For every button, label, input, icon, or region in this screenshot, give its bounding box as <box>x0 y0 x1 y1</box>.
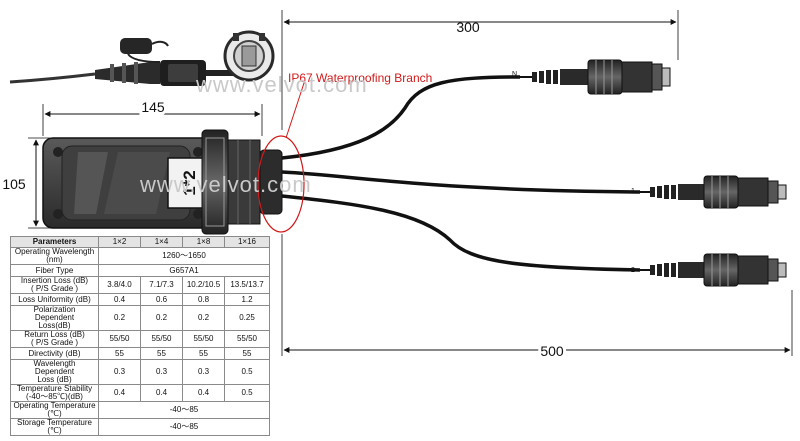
cable-2 <box>281 194 641 272</box>
dimension-105: 105 <box>0 137 50 229</box>
row-label: Polarization Dependent Loss(dB) <box>10 305 99 331</box>
row-value: 0.6 <box>140 293 183 306</box>
row-value: 10.2/10.5 <box>182 276 225 294</box>
spec-table-row: Operating Temperature (℃)-40～85 <box>10 401 270 419</box>
cable-1 <box>281 170 641 194</box>
row-label: Loss Uniformity (dB) <box>10 293 99 306</box>
spec-table-row: Insertion Loss (dB) ( P/S Grade )3.8/4.0… <box>10 276 270 294</box>
dimension-500: 500 <box>281 234 793 362</box>
row-label: Operating Temperature (℃) <box>10 401 99 419</box>
connector-n: N <box>512 59 671 95</box>
row-label: Return Loss (dB) ( P/S Grade ) <box>10 330 99 348</box>
dimension-300-label: 300 <box>456 19 480 35</box>
port-label-n: N <box>512 71 517 78</box>
row-value-merged: G657A1 <box>98 264 270 277</box>
row-value: 0.2 <box>182 305 225 331</box>
box-label: 1*2 <box>180 170 199 196</box>
spec-table-row: Storage Temperature (℃)-40～85 <box>10 418 270 436</box>
row-value-merged: -40～85 <box>98 401 270 419</box>
header-1x8: 1×8 <box>182 236 225 248</box>
dimension-105-label: 105 <box>2 176 26 192</box>
dimension-500-label: 500 <box>540 343 564 359</box>
dimension-145-label: 145 <box>141 99 165 115</box>
port-label-2: 2 <box>631 267 635 274</box>
ip67-callout: IP67 Waterproofing Branch <box>257 71 432 233</box>
dimension-300: 300 <box>281 10 679 130</box>
row-value: 0.4 <box>140 384 183 402</box>
connector-2: 2 <box>631 253 787 287</box>
splitter-box: 1*2 <box>42 129 283 235</box>
row-label: Temperature Stability (-40～85℃)(dB) <box>10 384 99 402</box>
row-value: 55/50 <box>140 330 183 348</box>
watermark-middle: www.velvot.com <box>139 172 312 197</box>
row-value: 1.2 <box>224 293 270 306</box>
cable-n <box>281 75 521 160</box>
row-label: Fiber Type <box>10 264 99 277</box>
row-value: 0.2 <box>98 305 141 331</box>
fiber-cables <box>281 75 641 272</box>
row-label: Insertion Loss (dB) ( P/S Grade ) <box>10 276 99 294</box>
row-value: 0.4 <box>98 293 141 306</box>
row-value: 0.3 <box>98 359 141 385</box>
row-value: 0.2 <box>140 305 183 331</box>
connector-1: 1 <box>631 175 787 209</box>
row-value: 7.1/7.3 <box>140 276 183 294</box>
header-1x2: 1×2 <box>98 236 141 248</box>
row-value: 0.25 <box>224 305 270 331</box>
row-value: 0.4 <box>182 384 225 402</box>
row-value: 55/50 <box>224 330 270 348</box>
spec-table: Parameters 1×2 1×4 1×8 1×16 Operating Wa… <box>10 236 270 436</box>
row-value: 0.8 <box>182 293 225 306</box>
row-value: 0.3 <box>182 359 225 385</box>
row-value: 13.5/13.7 <box>224 276 270 294</box>
header-1x16: 1×16 <box>224 236 270 248</box>
header-parameters: Parameters <box>10 236 99 248</box>
row-value: 55 <box>182 347 225 360</box>
row-value-merged: 1260～1650 <box>98 247 270 265</box>
row-value: 3.8/4.0 <box>98 276 141 294</box>
row-label: Wavelength Dependent Loss (dB) <box>10 359 99 385</box>
watermark-top: www.velvot.com <box>195 72 368 97</box>
row-value-merged: -40～85 <box>98 418 270 436</box>
row-value: 0.3 <box>140 359 183 385</box>
row-value: 55/50 <box>182 330 225 348</box>
row-value: 55 <box>140 347 183 360</box>
row-label: Storage Temperature (℃) <box>10 418 99 436</box>
header-1x4: 1×4 <box>140 236 183 248</box>
spec-table-header-row: Parameters 1×2 1×4 1×8 1×16 <box>10 236 270 248</box>
row-label: Operating Wavelength (nm) <box>10 247 99 265</box>
row-value: 55 <box>98 347 141 360</box>
spec-table-row: Operating Wavelength (nm)1260～1650 <box>10 247 270 265</box>
row-value: 0.4 <box>98 384 141 402</box>
row-label: Directivity (dB) <box>10 347 99 360</box>
dimension-145: 145 <box>42 96 263 136</box>
port-label-1: 1 <box>631 188 635 195</box>
connector-face-photo <box>223 30 275 82</box>
row-value: 55/50 <box>98 330 141 348</box>
row-value: 0.5 <box>224 359 270 385</box>
ip67-callout-label: IP67 Waterproofing Branch <box>288 71 432 85</box>
row-value: 55 <box>224 347 270 360</box>
product-photo <box>9 38 238 86</box>
row-value: 0.5 <box>224 384 270 402</box>
